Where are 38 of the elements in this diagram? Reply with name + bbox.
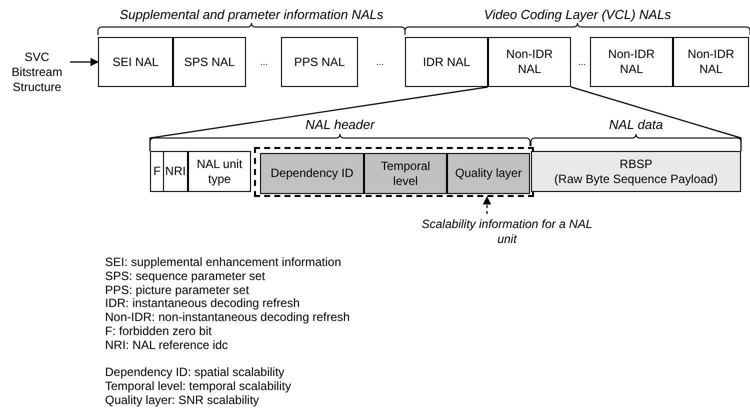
- ellipsis-text: ...: [577, 56, 587, 69]
- connector-line: [570, 86, 742, 151]
- group-title: NAL data: [608, 116, 664, 134]
- field-box: Non-IDR NAL: [673, 37, 749, 87]
- field-box: SPS NAL: [173, 37, 246, 87]
- abbreviation-note: F: forbidden zero bit: [105, 324, 212, 338]
- group-title: NAL header: [304, 116, 376, 134]
- field-box: F: [150, 151, 164, 192]
- field-box: RBSP (Raw Byte Sequence Payload): [531, 151, 741, 192]
- field-box: NRI: [163, 151, 188, 192]
- abbreviation-note: Temporal level: temporal scalability: [105, 379, 292, 394]
- arrow: [70, 58, 99, 66]
- field-box: Dependency ID: [260, 153, 364, 194]
- annotation-text: Scalability information for a NAL unit: [420, 217, 594, 247]
- abbreviation-note: Non-IDR: non-instantaneous decoding refresh: [105, 310, 350, 324]
- abbreviation-note: PPS: picture parameter set: [105, 282, 250, 297]
- ellipsis-text: ...: [375, 56, 385, 69]
- field-box: Temporal level: [364, 153, 447, 194]
- field-box: SEI NAL: [98, 37, 173, 87]
- field-box: Non-IDR NAL: [590, 37, 673, 87]
- ellipsis-text: ...: [259, 56, 269, 69]
- field-box: NAL unit type: [188, 151, 251, 192]
- connector-line: [149, 86, 488, 151]
- group-title: Supplemental and prameter information NALs: [118, 6, 384, 24]
- group-title: Video Coding Layer (VCL) NALs: [483, 6, 672, 24]
- abbreviation-note: NRI: NAL reference idc: [105, 338, 228, 352]
- field-box: Non-IDR NAL: [488, 37, 571, 87]
- abbreviation-note: IDR: instantaneous decoding refresh: [105, 296, 300, 310]
- arrow: [482, 196, 492, 214]
- abbreviation-note: Quality layer: SNR scalability: [105, 393, 260, 407]
- abbreviation-note: SEI: supplemental enhancement information: [105, 255, 342, 269]
- caption-text: SVC Bitstream Structure: [10, 50, 64, 94]
- field-box: PPS NAL: [281, 37, 358, 87]
- field-box: Quality layer: [447, 153, 530, 194]
- field-box: IDR NAL: [405, 37, 488, 87]
- abbreviation-note: Dependency ID: spatial scalability: [105, 365, 284, 380]
- dashed-group-box: [254, 147, 534, 197]
- abbreviation-note: SPS: sequence parameter set: [105, 268, 266, 283]
